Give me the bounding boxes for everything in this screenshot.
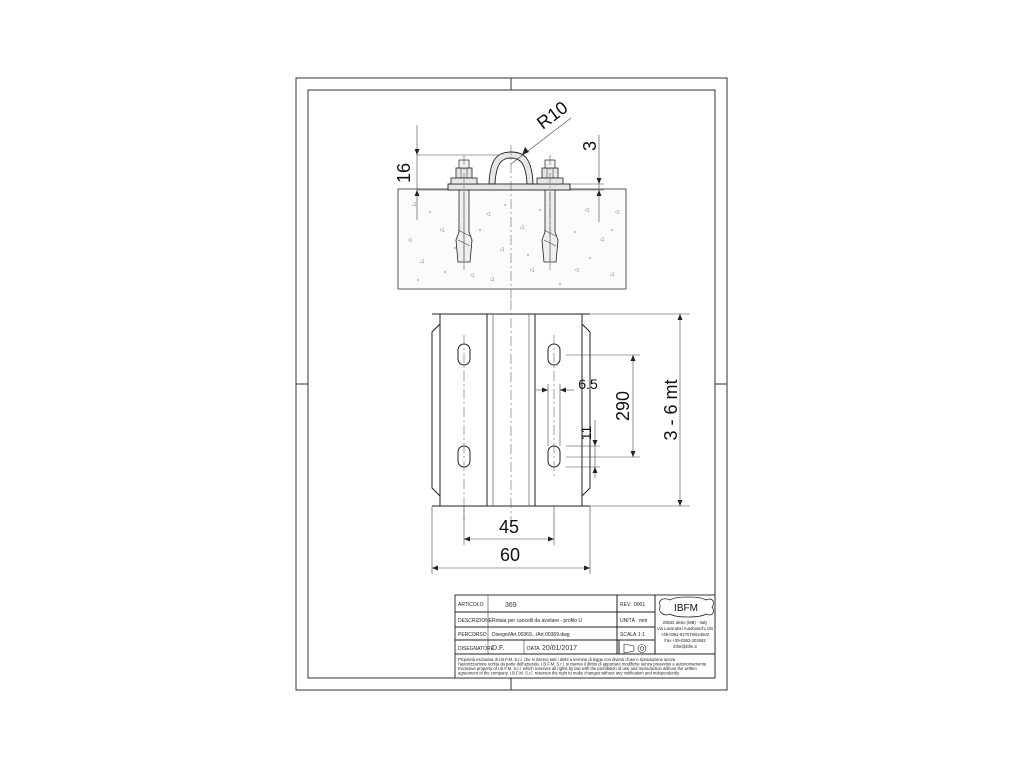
disegnatore-value: D.F.	[492, 645, 505, 652]
dimension-slot-length	[566, 420, 600, 478]
articolo-label: ARTICOLO	[458, 602, 484, 608]
dimension-rail-length	[590, 313, 690, 507]
unita-value: mm	[639, 618, 647, 624]
dim-11-label: 11	[578, 426, 594, 441]
address-line-2: Via Lavoratori Autobianchi,1/B	[657, 626, 713, 631]
front-view: 290 6.5 11 3 - 6 mt	[431, 300, 690, 574]
ibfm-logo: IBFM	[659, 596, 714, 618]
dimension-radius-leader	[510, 117, 572, 165]
dim-290-label: 290	[613, 391, 633, 421]
percorso-label: PERCORSO	[458, 632, 487, 638]
disegnatore-label: DISEGNATORE	[458, 646, 495, 652]
data-value: 20/01/2017	[542, 645, 577, 652]
address-line-5: ibfm@ibfm.it	[673, 644, 697, 649]
notice-line-4: agreement of the company. I.B.F.M. S.r.l…	[458, 671, 680, 676]
descrizione-value: Rotaia per cancelli da avvitare - profil…	[492, 618, 582, 624]
concrete-hatch	[407, 201, 620, 286]
dimension-outer-width	[431, 506, 591, 574]
rev-label: REV.	[620, 602, 631, 608]
concrete-base	[397, 188, 627, 290]
dim-16-label: 16	[394, 163, 414, 183]
address-line-3: +39-0362-627078/624502	[661, 632, 710, 637]
rev-value: 0001	[634, 602, 645, 608]
dim-6-5-label: 6.5	[578, 376, 598, 392]
descrizione-label: DESCRIZIONE	[458, 618, 493, 624]
address-line-1: 20832 desio (MB) - Italy	[663, 620, 708, 625]
dim-length-label: 3 - 6 mt	[661, 379, 681, 440]
projection-symbol-icon	[623, 643, 647, 654]
dimension-bolt-height	[414, 125, 500, 220]
percorso-value: Disegni/Art.00369.../Art.00369.dwg	[492, 632, 570, 638]
dimension-slot-pitch	[566, 354, 640, 458]
rail-base-plate	[447, 183, 571, 191]
notice-line-2: l'autorizzazione scritta da parte dell'a…	[458, 662, 707, 667]
rail-arch-profile	[488, 151, 534, 185]
dimension-plate-thickness	[570, 135, 604, 222]
dim-3-label: 3	[580, 141, 600, 151]
articolo-value: 369	[505, 602, 517, 609]
dim-60-label: 60	[500, 545, 520, 565]
data-label: DATA	[527, 646, 540, 652]
dimension-inner-width	[463, 506, 555, 545]
unita-label: UNITÀ	[620, 617, 636, 624]
notice-line-3: Exclusive property of I.B.F.M. S.r.l. wh…	[458, 666, 697, 671]
dim-r10-label: R10	[533, 97, 571, 133]
rail-profile-outline	[431, 313, 441, 507]
sheet-inner-frame	[307, 89, 716, 679]
address-line-4: Fax +39-0362-302692	[664, 638, 706, 643]
dimension-slot-width	[536, 384, 574, 446]
scala-value: 1:1	[638, 632, 645, 638]
title-block: ARTICOLO 369 REV. 0001 DESCRIZIONE Rotai…	[454, 594, 716, 679]
scala-label: SCALA	[620, 632, 637, 638]
centering-marks	[296, 78, 727, 690]
logo-text: IBFM	[674, 603, 698, 614]
notice-line-1: Proprietà esclusiva di I.B.F.M. S.r.l. c…	[458, 657, 676, 662]
section-view: 16 R10 3	[394, 97, 627, 300]
dim-45-label: 45	[499, 517, 519, 537]
